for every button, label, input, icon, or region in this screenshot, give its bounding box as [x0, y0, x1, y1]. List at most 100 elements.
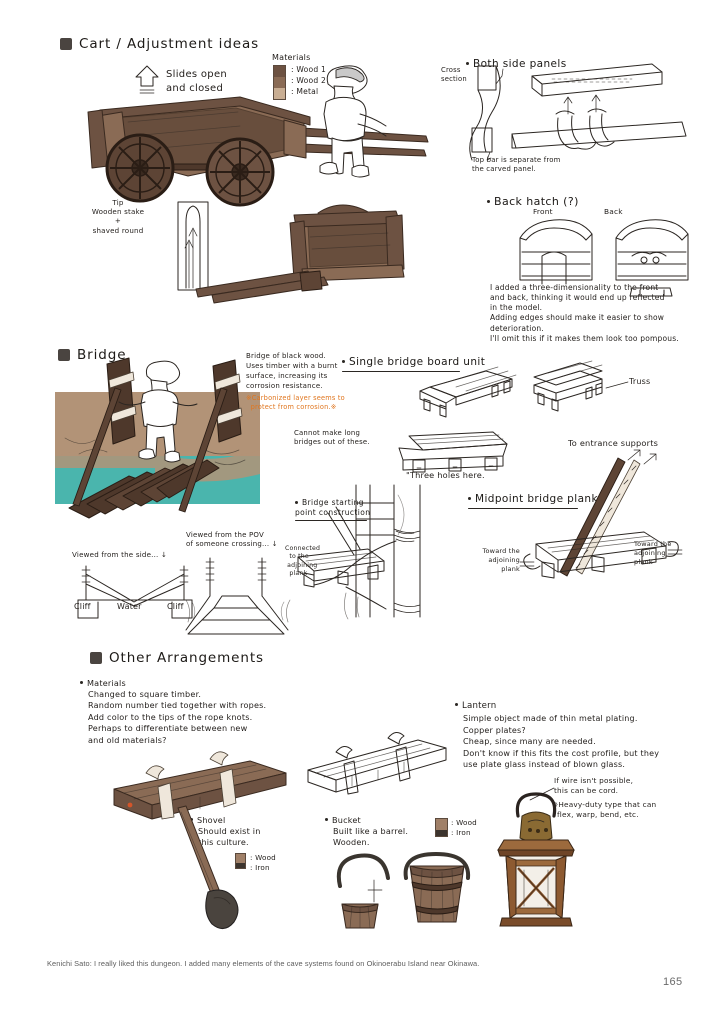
lantern-title: Lantern — [462, 701, 497, 711]
truss-leader-line — [605, 381, 629, 389]
starting-point-label: Bridge starting point construction — [295, 498, 371, 517]
bullet-dot-icon — [80, 681, 83, 684]
footer-credit: Kenichi Sato: I really liked this dungeo… — [47, 959, 480, 968]
lantern-heavy-duty-note: ※Heavy-duty type that can flex, warp, be… — [552, 800, 657, 820]
bullet-dot-icon — [342, 359, 345, 363]
other-materials-heading: Materials — [80, 678, 126, 689]
swatch-wood-2 — [274, 77, 285, 88]
cross-section-label: Cross section — [441, 66, 467, 83]
three-holes-diagram — [398, 431, 508, 473]
section-heading-other-label: Other Arrangements — [109, 650, 264, 666]
square-bullet-icon — [90, 652, 102, 664]
section-heading-cart-label: Cart / Adjustment ideas — [79, 36, 260, 52]
materials-legend-wood2: : Wood 2 — [291, 76, 326, 85]
back-hatch-note: I added a three-dimensionality to the fr… — [490, 283, 679, 343]
three-holes-label: "Three holes here. — [406, 470, 485, 480]
bridge-scene-illustration — [55, 357, 260, 538]
truss-label: Truss — [629, 377, 651, 386]
cliff-right-label: Cliff — [167, 602, 184, 611]
cart-illustration-rear — [195, 204, 405, 304]
pov-view-label: Viewed from the POV of someone crossing.… — [186, 531, 278, 549]
bullet-dot-icon — [455, 703, 458, 706]
toward-adjoining-right-label: Toward the adjoining plank — [634, 540, 672, 566]
cart-wheel-front — [205, 137, 275, 207]
side-panel-diagram — [469, 63, 687, 161]
top-bar-note: Top bar is separate from the carved pane… — [472, 156, 561, 173]
swatch-metal — [274, 88, 285, 99]
other-materials-body: Changed to square timber. Random number … — [88, 689, 267, 745]
square-bullet-icon — [58, 349, 70, 361]
bridge-pov-diagram — [185, 557, 291, 635]
lantern-heading: Lantern — [455, 701, 496, 713]
page-number: 165 — [663, 976, 683, 988]
lantern-wire-note: If wire isn't possible, this can be cord… — [554, 776, 634, 796]
hatch-back-label: Back — [604, 207, 623, 216]
bullet-dot-icon — [468, 496, 471, 500]
section-heading-bridge: Bridge — [58, 347, 126, 363]
to-entrance-supports-label: To entrance supports — [568, 438, 659, 448]
water-label: Water — [117, 602, 142, 611]
bullet-dot-icon — [466, 61, 469, 65]
swatch-wood-1 — [274, 66, 285, 77]
swatch-iron — [236, 863, 245, 868]
lantern-illustration — [497, 792, 575, 927]
bucket-legend-wood: : Wood — [451, 818, 477, 827]
bucket-legend-iron: : Iron — [451, 828, 471, 837]
shovel-legend-wood: : Wood — [250, 853, 276, 862]
bridge-board-truss-diagram — [533, 360, 603, 412]
bucket-heading: Bucket — [325, 815, 361, 826]
midpoint-planks-diagram — [519, 449, 683, 579]
cliff-left-label: Cliff — [74, 602, 91, 611]
back-hatch-heading-label: Back hatch (?) — [494, 195, 579, 208]
shovel-title: Shovel — [197, 815, 226, 825]
bucket-illustration-open — [336, 853, 390, 929]
up-arrow-icon — [135, 65, 159, 94]
square-bullet-icon — [60, 38, 72, 50]
bucket-body: Built like a barrel. Wooden. — [333, 826, 409, 848]
midpoint-planks-label: Midpoint bridge planks — [475, 493, 604, 505]
other-materials-title: Materials — [87, 678, 126, 688]
shovel-legend-iron: : Iron — [250, 863, 270, 872]
side-view-label: Viewed from the side... ↓ — [72, 550, 168, 559]
bridge-carbonized-note: ※Carbonized layer seems to protect from … — [246, 394, 345, 411]
bridge-board-unit-diagram — [419, 366, 517, 418]
bucket-swatch — [435, 818, 448, 837]
lantern-body: Simple object made of thin metal plating… — [463, 714, 660, 770]
shovel-body: Should exist in this culture. — [198, 826, 261, 848]
materials-swatch-stack — [273, 65, 286, 100]
shovel-illustration — [177, 805, 239, 929]
section-heading-other: Other Arrangements — [90, 650, 264, 666]
materials-title: Materials — [272, 53, 311, 62]
bucket-illustration-full — [403, 851, 471, 923]
bullet-dot-icon — [325, 818, 328, 821]
swatch-wood — [436, 819, 447, 830]
back-hatch-heading: Back hatch (?) — [487, 190, 579, 209]
single-board-unit-heading: Single bridge board unit — [342, 350, 486, 373]
bridge-starting-point-diagram — [297, 484, 421, 620]
tip-wooden-stake-note: Tip Wooden stake + shaved round — [91, 198, 145, 235]
bridge-cannot-make-note: Cannot make long bridges out of these. — [294, 429, 370, 446]
toward-adjoining-left-label: Toward the adjoining plank — [482, 547, 520, 573]
section-heading-bridge-label: Bridge — [77, 347, 127, 363]
materials-legend-wood1: : Wood 1 — [291, 65, 326, 74]
swatch-iron — [436, 830, 447, 836]
character-sketch-cart — [319, 65, 387, 178]
section-heading-cart: Cart / Adjustment ideas — [60, 36, 259, 52]
timber-bundle-lineart — [307, 732, 447, 795]
shovel-swatch — [235, 853, 246, 869]
back-hatch-diagram — [519, 219, 689, 297]
swatch-wood — [236, 854, 245, 863]
hatch-front-label: Front — [533, 207, 553, 216]
midpoint-planks-heading: Midpoint bridge planks — [468, 487, 604, 510]
cart-slides-note: Slides open and closed — [166, 69, 228, 94]
bullet-dot-icon — [295, 500, 298, 504]
single-board-unit-label: Single bridge board unit — [349, 356, 486, 368]
materials-legend-metal: : Metal — [291, 87, 319, 96]
bridge-black-wood-note: Bridge of black wood. Uses timber with a… — [246, 352, 338, 390]
starting-point-heading: Bridge starting point construction — [295, 498, 371, 522]
bucket-title: Bucket — [332, 815, 361, 825]
bullet-dot-icon — [487, 199, 490, 203]
cart-wheel-rear — [105, 133, 175, 203]
bridge-side-view-diagram — [77, 565, 193, 619]
